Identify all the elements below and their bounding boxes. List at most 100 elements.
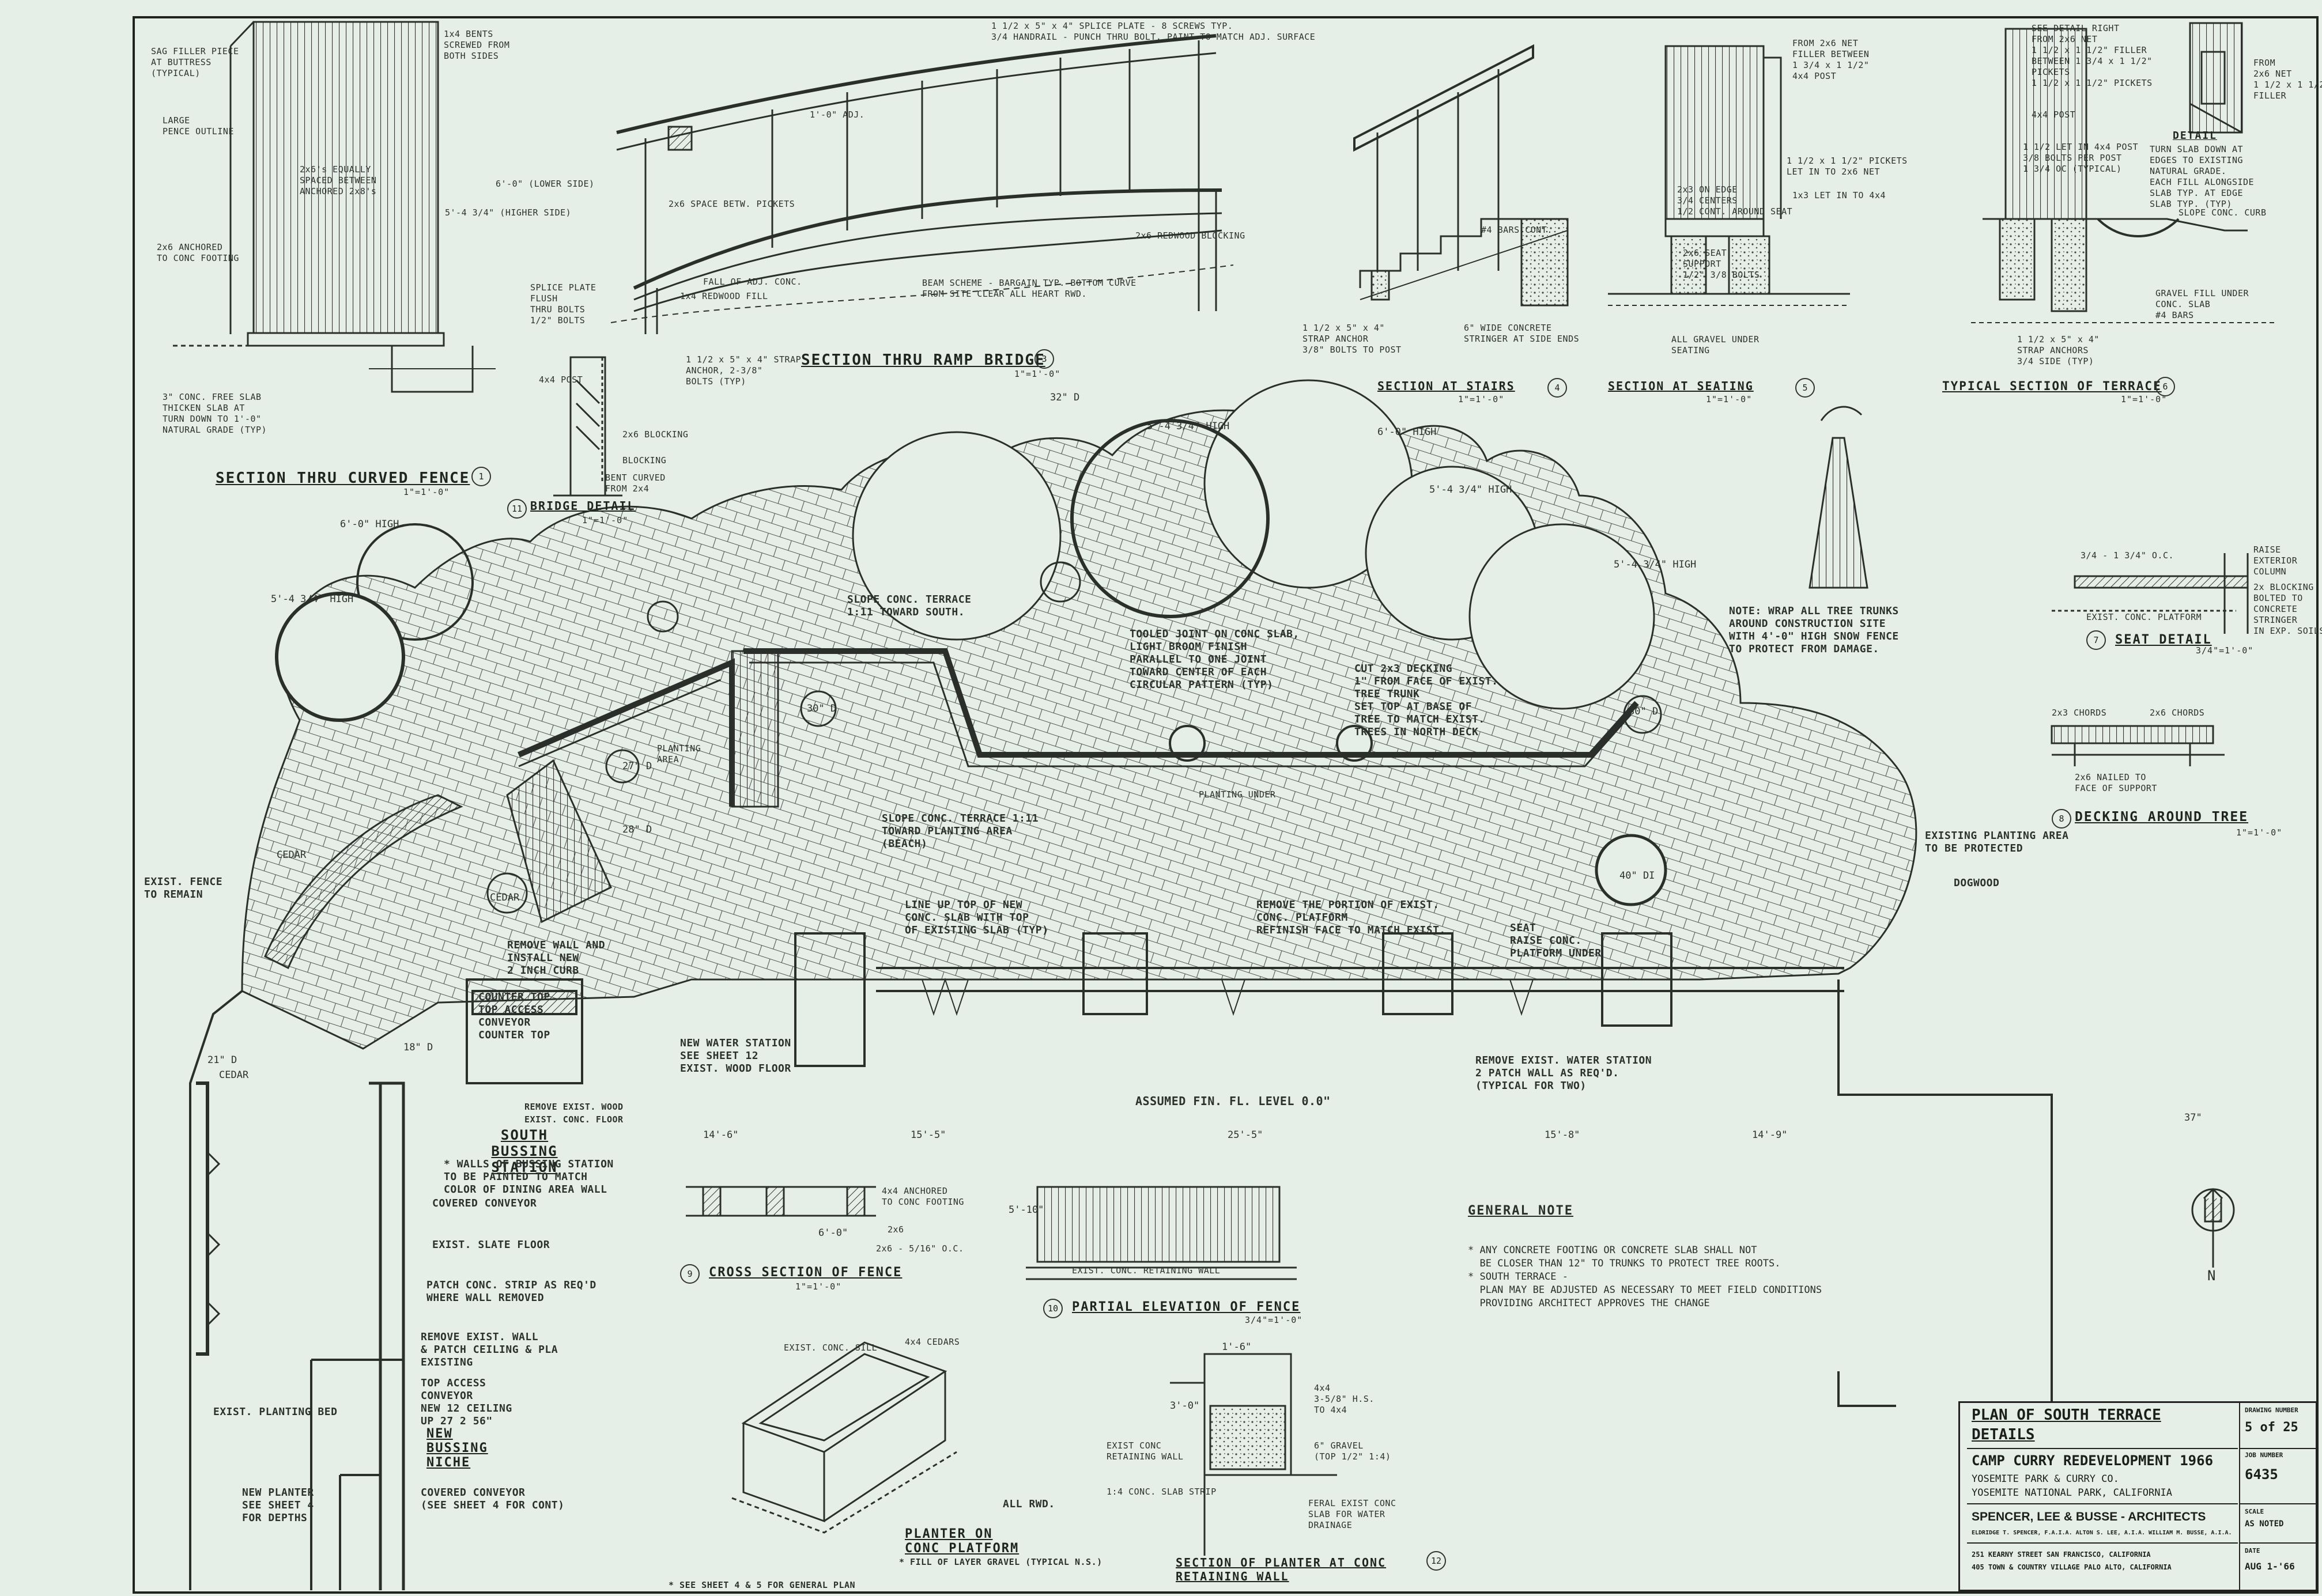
- section-mark: 12: [1426, 1551, 1446, 1571]
- terrace-slab: [241, 402, 1917, 1050]
- tree-diameter: 27" D: [622, 761, 652, 772]
- note: * SEE SHEET 4 & 5 FOR GENERAL PLAN: [669, 1580, 856, 1590]
- job-number: 6435: [2245, 1466, 2278, 1482]
- note: BENT CURVED FROM 2x4: [605, 472, 666, 494]
- building-wall: [794, 932, 2053, 1407]
- scale-cross-fence: 1"=1'-0": [795, 1281, 842, 1292]
- note: COVERED CONVEYOR: [432, 1197, 537, 1209]
- note: EXIST. SLATE FLOOR: [432, 1239, 550, 1251]
- note: COVERED CONVEYOR (SEE SHEET 4 FOR CONT): [421, 1487, 565, 1511]
- tree-circle: [486, 872, 528, 914]
- note: 6" GRAVEL (TOP 1/2" 1:4): [1314, 1440, 1391, 1462]
- sheet-title: PLAN OF SOUTH TERRACE: [1972, 1406, 2161, 1424]
- note: LINE UP TOP OF NEW CONC. SLAB WITH TOP O…: [905, 899, 1049, 936]
- section-mark: 9: [680, 1264, 700, 1284]
- dimension: 14'-9": [1752, 1129, 1788, 1141]
- tree-diameter: 37": [2184, 1112, 2202, 1124]
- note: 2x6 SPACE BETW. PICKETS: [669, 199, 795, 209]
- note: 3/4 - 1 3/4" O.C.: [2081, 550, 2174, 561]
- note: * FILL OF LAYER GRAVEL (TYPICAL N.S.): [899, 1557, 1103, 1567]
- title-planter-platform: PLANTER ON CONC PLATFORM: [905, 1527, 1020, 1556]
- general-note-heading: GENERAL NOTE: [1468, 1204, 1573, 1218]
- note: FROM 2x6 NET 1 1/2 x 1 1/2" FILLER: [2253, 58, 2322, 101]
- note: LARGE PENCE OUTLINE: [163, 115, 234, 137]
- note: 4x4 POST: [539, 375, 583, 385]
- dimension: 15'-5": [911, 1129, 946, 1141]
- tree-diameter: 18" D: [403, 1042, 433, 1053]
- section-mark: 8: [2052, 809, 2071, 829]
- seat-detail-drawing: [2052, 553, 2249, 634]
- drawing-number-label: DRAWING NUMBER: [2245, 1406, 2298, 1414]
- dimension: 5'-4 3/4" HIGH: [1147, 421, 1230, 432]
- title-partial-elev: PARTIAL ELEVATION OF FENCE: [1072, 1300, 1301, 1314]
- date-label: DATE: [2245, 1547, 2260, 1555]
- north-label: N: [2207, 1268, 2216, 1284]
- note: EXIST. FENCE TO REMAIN: [144, 876, 223, 901]
- title-seat-detail: SEAT DETAIL: [2115, 633, 2212, 647]
- scale-seat-detail: 3/4"=1'-0": [2196, 645, 2254, 656]
- note: 2x BLOCKING BOLTED TO CONCRETE STRINGER …: [2253, 582, 2322, 636]
- scale-partial-elev: 3/4"=1'-0": [1245, 1315, 1303, 1325]
- note: ALL RWD.: [1003, 1498, 1055, 1510]
- planting-lobe: [852, 431, 1062, 641]
- dimension: 5'-4 3/4" HIGH: [1614, 559, 1697, 570]
- general-note-text: * ANY CONCRETE FOOTING OR CONCRETE SLAB …: [1468, 1245, 1822, 1309]
- section-mark: 11: [507, 499, 527, 519]
- note: SLOPE CONC. CURB: [2178, 207, 2267, 218]
- note: 2x6 - 5/16" O.C.: [876, 1243, 964, 1254]
- planting-lobe: [1468, 523, 1655, 710]
- small-detail: [2189, 22, 2243, 134]
- title-curved-fence: SECTION THRU CURVED FENCE: [216, 470, 470, 487]
- note: NOTE: WRAP ALL TREE TRUNKS AROUND CONSTR…: [1729, 605, 1899, 655]
- note: 1x4 BENTS SCREWED FROM BOTH SIDES: [444, 29, 510, 61]
- note: SEE DETAIL RIGHT FROM 2x6 NET 1 1/2 x 1 …: [2032, 23, 2153, 88]
- section-mark: 5: [1795, 378, 1815, 398]
- note: 1 1/2 x 5" x 4" STRAP ANCHORS 3/4 SIDE (…: [2017, 334, 2100, 366]
- note: REMOVE EXIST. WOOD EXIST. CONC. FLOOR: [524, 1102, 624, 1125]
- client-name: YOSEMITE PARK & CURRY CO.: [1972, 1473, 2119, 1485]
- dimension: 1'-6": [1222, 1341, 1252, 1353]
- title-planter-wall: SECTION OF PLANTER AT CONC RETAINING WAL…: [1176, 1556, 1387, 1583]
- note: FALL OF ADJ. CONC.: [703, 277, 802, 287]
- scale-value: AS NOTED: [2245, 1519, 2284, 1529]
- note: SEAT RAISE CONC. PLATFORM UNDER: [1510, 922, 1602, 959]
- scale-bridge-detail: 1"=1'-0": [582, 515, 629, 525]
- note: EXIST. CONC. PLATFORM: [2086, 612, 2202, 622]
- title-block-main: PLAN OF SOUTH TERRACE DETAILS CAMP CURRY…: [1967, 1403, 2238, 1592]
- note: NEW WATER STATION SEE SHEET 12 EXIST. WO…: [680, 1037, 791, 1075]
- tree-circle: [800, 690, 837, 727]
- note: PLANTING UNDER: [1199, 789, 1276, 800]
- title-seating: SECTION AT SEATING: [1608, 379, 1754, 393]
- note: ASSUMED FIN. FL. LEVEL 0.0": [1135, 1094, 1331, 1108]
- partial-elevation-drawing: [1026, 1186, 1297, 1280]
- scale-seating: 1"=1'-0": [1706, 394, 1753, 404]
- note: 2x6 NAILED TO FACE OF SUPPORT: [2075, 772, 2157, 793]
- note: 2x6 CHORDS: [2150, 708, 2205, 718]
- note: 2x6 SEAT SUPPORT 1/2" 3/8 BOLTS: [1683, 248, 1760, 280]
- dimension: 6'-0": [818, 1227, 848, 1239]
- scale-ramp-bridge: 1"=1'-0": [1014, 369, 1061, 379]
- note: 4x4 ANCHORED TO CONC FOOTING: [882, 1186, 964, 1207]
- note: TOP ACCESS CONVEYOR NEW 12 CEILING UP 27…: [421, 1377, 512, 1427]
- planting-lobe: [275, 592, 405, 722]
- note: FERAL EXIST CONC SLAB FOR WATER DRAINAGE: [1308, 1498, 1396, 1530]
- note: REMOVE WALL AND INSTALL NEW 2 INCH CURB: [507, 939, 606, 977]
- decking-detail-drawing: [2051, 725, 2225, 766]
- tree-circle: [605, 749, 640, 784]
- title-terrace: TYPICAL SECTION OF TERRACE: [1942, 379, 2162, 393]
- dimension: 6'-0" HIGH: [1377, 426, 1437, 438]
- title-block-side: DRAWING NUMBER 5 of 25 JOB NUMBER 6435 S…: [2239, 1403, 2319, 1592]
- planting-lobe: [1070, 419, 1270, 618]
- note: PATCH CONC. STRIP AS REQ'D WHERE WALL RE…: [426, 1279, 596, 1304]
- note: 1:4 CONC. SLAB STRIP: [1107, 1487, 1217, 1497]
- firm-name: SPENCER, LEE & BUSSE - ARCHITECTS: [1972, 1510, 2206, 1523]
- note: * WALLS OF BUSSING STATION TO BE PAINTED…: [444, 1158, 614, 1196]
- planting-lobe: [356, 523, 474, 641]
- sheet-title-2: DETAILS: [1972, 1426, 2035, 1443]
- note: EXISTING PLANTING AREA TO BE PROTECTED: [1925, 830, 2069, 854]
- ramp-bridge-section: [610, 34, 1234, 334]
- note: EXIST. PLANTING BED: [213, 1406, 338, 1418]
- firm-partners: ELDRIDGE T. SPENCER, F.A.I.A. ALTON S. L…: [1972, 1530, 2232, 1536]
- note: 2x6 ANCHORED TO CONC FOOTING: [157, 242, 239, 263]
- note: BEAM SCHEME - BARGAIN TYP. BOTTOM CURVE …: [922, 278, 1137, 299]
